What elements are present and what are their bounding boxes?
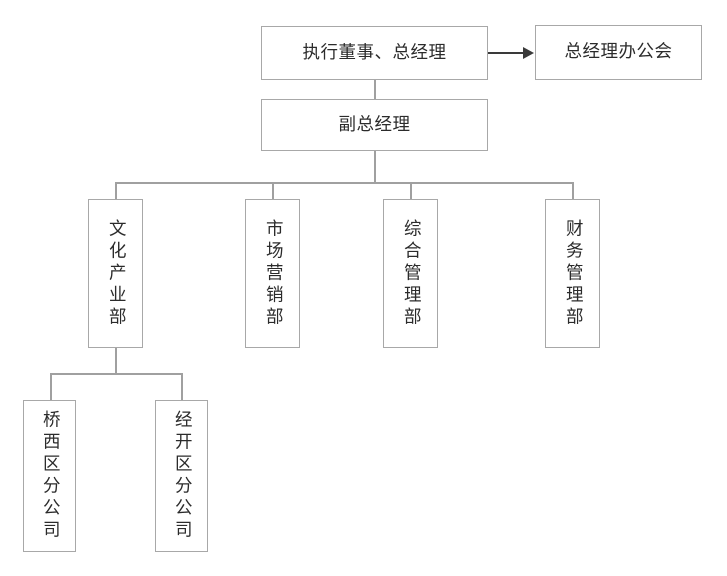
node-executive-director[interactable]: 执行董事、总经理 bbox=[261, 26, 488, 80]
node-deputy-general-manager-label: 副总经理 bbox=[338, 114, 411, 135]
connector-drop-culture-industry bbox=[115, 182, 117, 200]
connector-director-to-deputy bbox=[374, 80, 376, 99]
connector-drop-qiaoxi-branch bbox=[50, 373, 52, 401]
connector-drop-finance-management bbox=[572, 182, 574, 200]
connector-deputy-stem bbox=[374, 151, 376, 183]
node-department-finance-management-label: 财务管理部 bbox=[563, 218, 584, 329]
node-executive-director-label: 执行董事、总经理 bbox=[302, 42, 447, 63]
connector-branches-bus bbox=[50, 373, 182, 375]
node-department-general-management[interactable]: 综合管理部 bbox=[383, 199, 438, 348]
node-department-marketing[interactable]: 市场营销部 bbox=[245, 199, 300, 348]
connector-drop-marketing bbox=[272, 182, 274, 200]
arrow-head-icon bbox=[523, 47, 534, 59]
node-branch-qiaoxi-label: 桥西区分公司 bbox=[40, 410, 61, 542]
node-branch-jingkai[interactable]: 经开区分公司 bbox=[155, 400, 208, 552]
connector-drop-general-management bbox=[410, 182, 412, 200]
node-gm-office-meeting[interactable]: 总经理办公会 bbox=[535, 25, 702, 80]
connector-arrow-line-director-to-gm-office bbox=[488, 52, 524, 54]
node-department-culture-industry[interactable]: 文化产业部 bbox=[88, 199, 143, 348]
connector-drop-jingkai-branch bbox=[181, 373, 183, 401]
node-deputy-general-manager[interactable]: 副总经理 bbox=[261, 99, 488, 151]
node-department-finance-management[interactable]: 财务管理部 bbox=[545, 199, 600, 348]
node-department-general-management-label: 综合管理部 bbox=[401, 218, 422, 329]
node-department-culture-industry-label: 文化产业部 bbox=[106, 218, 127, 329]
connector-departments-bus bbox=[115, 182, 574, 184]
node-branch-jingkai-label: 经开区分公司 bbox=[172, 410, 193, 542]
node-branch-qiaoxi[interactable]: 桥西区分公司 bbox=[23, 400, 76, 552]
connector-culture-industry-stem bbox=[115, 348, 117, 374]
node-department-marketing-label: 市场营销部 bbox=[263, 218, 284, 329]
node-gm-office-meeting-label: 总经理办公会 bbox=[564, 42, 673, 62]
